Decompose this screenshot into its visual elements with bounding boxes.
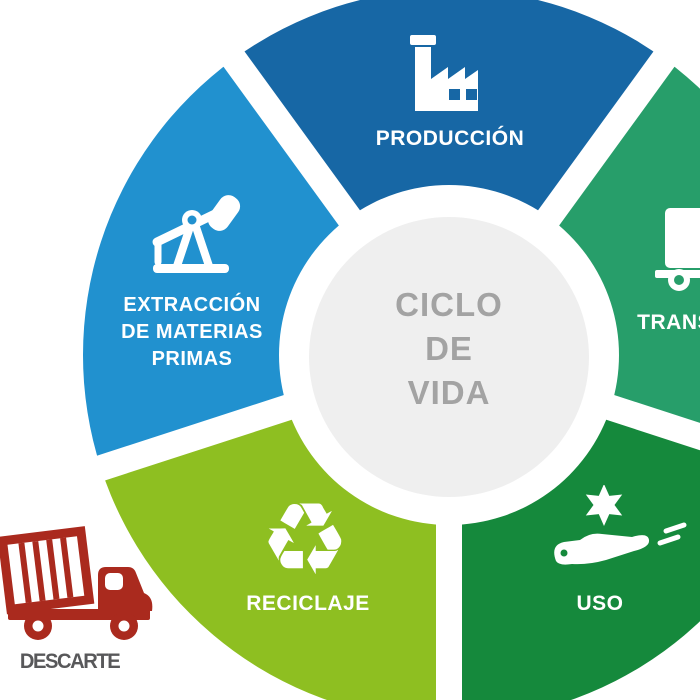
- segment-reciclaje: [100, 407, 449, 700]
- recycle-icon: ♻: [260, 481, 350, 598]
- label-produccion: PRODUCCIÓN: [375, 127, 525, 150]
- label-extraccion-line2: DE MATERIAS: [121, 321, 263, 343]
- label-reciclaje: RECICLAJE: [246, 592, 370, 615]
- delivery-truck-icon: [655, 208, 700, 291]
- dump-truck-icon: [0, 526, 153, 640]
- center-title-line2: DE: [425, 330, 473, 367]
- center-title: CICLO DE VIDA: [329, 283, 569, 415]
- label-extraccion-line3: PRIMAS: [151, 348, 233, 370]
- center-title-line3: VIDA: [407, 374, 491, 411]
- label-transporte: TRANSPORTE: [637, 311, 700, 334]
- hand-star-icon: [554, 485, 687, 565]
- label-extraccion-line1: EXTRACCIÓN: [123, 294, 261, 316]
- label-descarte: DESCARTE: [19, 650, 121, 673]
- center-title-line1: CICLO: [395, 286, 503, 323]
- segment-extraccion: [82, 58, 350, 469]
- label-uso: USO: [576, 592, 624, 615]
- motion-lines: [657, 522, 687, 546]
- oil-pumpjack-icon: [152, 195, 241, 273]
- label-extraccion: EXTRACCIÓN DE MATERIAS PRIMAS: [92, 292, 292, 373]
- factory-icon: [410, 35, 478, 111]
- center-hub: [309, 217, 589, 497]
- segment-transporte: [548, 58, 700, 437]
